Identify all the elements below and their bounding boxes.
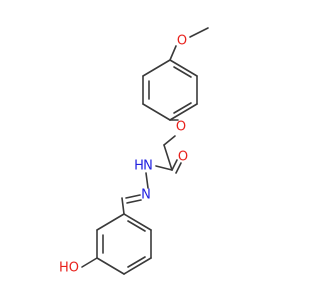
hydroxyl-label: HO [59,261,79,276]
bond-imine-ring2 [121,197,125,215]
bond-ring2-d [96,257,125,275]
bond-carbonyl-o-1 [171,159,178,171]
bond-ring1-d [142,103,171,121]
bond-ring2-double-1 [127,220,146,232]
bond-ring1-c [169,103,198,121]
bond-ring1-f [142,59,171,77]
bond-ring1-double-2 [173,102,192,114]
bond-ring2-f [96,213,125,231]
bond-carbonyl-n [155,165,173,171]
carbonyl-oxygen-label: O [178,150,188,165]
methoxy-oxygen-label: O [177,34,187,49]
bond-n-n [145,172,149,189]
ether-oxygen-label: O [176,120,186,135]
imine-nitrogen-label: N [141,188,151,203]
molecule-structure: O O O N H N HO [59,27,209,276]
bond-methyl-o [189,27,209,38]
bond-carbonyl-o-2 [175,162,182,174]
bond-imine-2 [126,199,142,204]
bond-o-ring1 [169,45,177,61]
amide-nitrogen-label: N [143,159,153,174]
bond-ether-ch2 [163,135,176,146]
atom-labels: O O O N H N HO [59,34,188,276]
bond-imine-1 [125,194,141,199]
bond-ring2-double-2 [127,256,146,268]
bond-ring2-c [123,257,152,275]
bond-ring1-a [169,59,198,77]
bond-ring1-double-1 [173,66,192,78]
amide-hydrogen-label: H [134,159,144,174]
bonds [81,27,209,275]
bond-ring2-a [123,213,152,231]
bond-ch2-carbonyl [163,144,173,171]
bond-ring2-oh [81,257,98,268]
